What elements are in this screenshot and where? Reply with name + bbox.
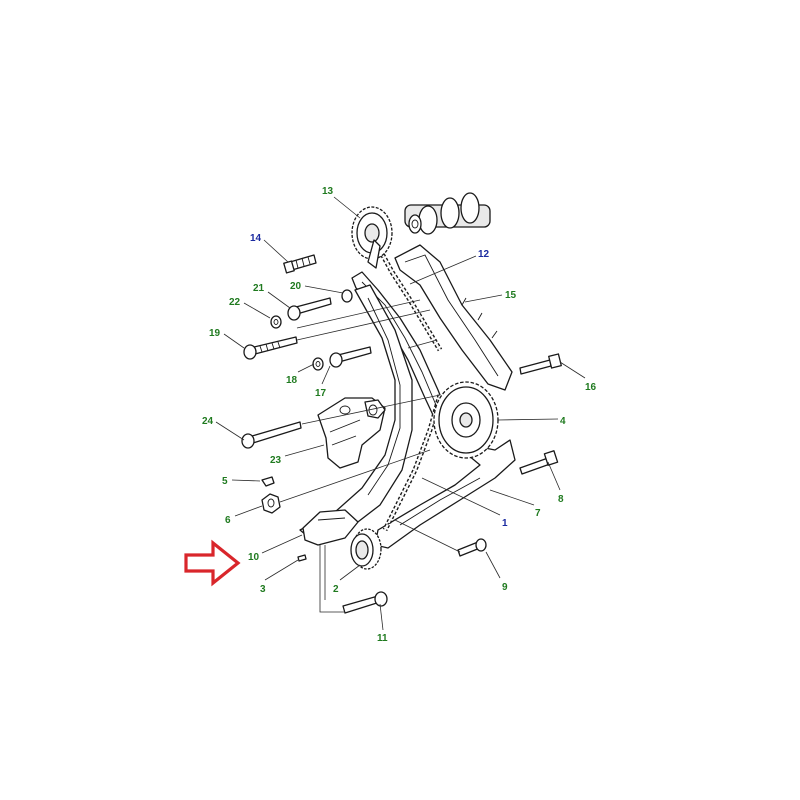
callout-23: 23	[270, 455, 282, 466]
crankshaft-sprocket	[350, 528, 382, 570]
upper-timing-chain	[377, 248, 443, 352]
assembly-lines	[279, 299, 461, 613]
callout-17: 17	[315, 388, 327, 399]
callout-15: 15	[505, 290, 517, 301]
stud-8	[519, 450, 559, 475]
bolt-20	[341, 289, 353, 303]
callout-1: 1	[502, 518, 508, 529]
callout-7: 7	[535, 508, 541, 519]
callout-11: 11	[377, 633, 388, 644]
callout-24: 24	[202, 416, 214, 427]
callout-12: 12	[478, 249, 490, 260]
callout-labels: 13 14 12 20 21 22 15 19 16 18 17 4 24 23…	[202, 186, 597, 644]
callout-22: 22	[229, 297, 241, 308]
leader-lines	[215, 196, 586, 631]
bolt-19	[243, 336, 298, 360]
callout-4: 4	[560, 416, 566, 427]
callout-9: 9	[502, 582, 508, 593]
fixed-chain-guide	[394, 244, 513, 391]
washer-22	[270, 315, 282, 329]
callout-16: 16	[585, 382, 597, 393]
pin-3	[297, 554, 307, 562]
bolt-24	[241, 421, 302, 449]
callout-10: 10	[248, 552, 260, 563]
bolt-11	[342, 591, 388, 614]
camshaft-sprocket	[351, 206, 393, 269]
callout-13: 13	[322, 186, 334, 197]
callout-21: 21	[253, 283, 265, 294]
washer-18	[312, 357, 324, 371]
callout-5: 5	[222, 476, 228, 487]
key-5	[261, 476, 275, 487]
bolt-17	[329, 346, 372, 368]
callout-14: 14	[250, 233, 262, 244]
bolt-14	[283, 254, 317, 274]
callout-20: 20	[290, 281, 302, 292]
callout-19: 19	[209, 328, 221, 339]
hydraulic-tensioner	[317, 397, 386, 469]
nut-6	[261, 493, 281, 514]
tensioner-pad	[302, 509, 359, 546]
intermediate-sprocket	[433, 381, 499, 459]
callout-2: 2	[333, 584, 339, 595]
camshaft	[404, 192, 491, 235]
callout-3: 3	[260, 584, 266, 595]
callout-6: 6	[225, 515, 231, 526]
callout-8: 8	[558, 494, 564, 505]
bolt-9	[457, 538, 487, 557]
bolt-21	[287, 297, 332, 321]
bolt-16	[519, 353, 562, 375]
callout-18: 18	[286, 375, 298, 386]
right-arrow-outline-icon	[184, 539, 241, 587]
